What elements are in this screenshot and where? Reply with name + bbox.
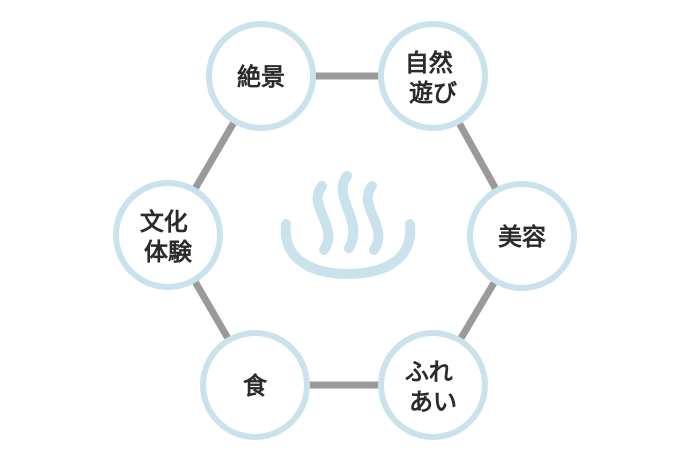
node-biyou: 美容 [467,181,577,291]
node-circle [378,330,488,440]
node-label: 文化 体験 [140,208,196,266]
node-fureai: ふれ あい [378,330,488,440]
node-bunka-taiken: 文化 体験 [113,180,223,290]
node-circle [200,330,310,440]
node-label: ふれ あい [405,358,461,416]
node-shizen-asobi: 自然 遊び [378,21,488,131]
node-label: 美容 [498,223,546,251]
node-zekkei: 絶景 [206,21,316,131]
onsen-hot-spring-icon [280,171,416,280]
node-circle [378,21,488,131]
node-circle [467,181,577,291]
node-label: 自然 遊び [405,49,461,107]
node-label: 食 [243,372,268,400]
node-circle [206,21,316,131]
node-shoku: 食 [200,330,310,440]
node-label: 絶景 [237,63,285,91]
node-circle [113,180,223,290]
